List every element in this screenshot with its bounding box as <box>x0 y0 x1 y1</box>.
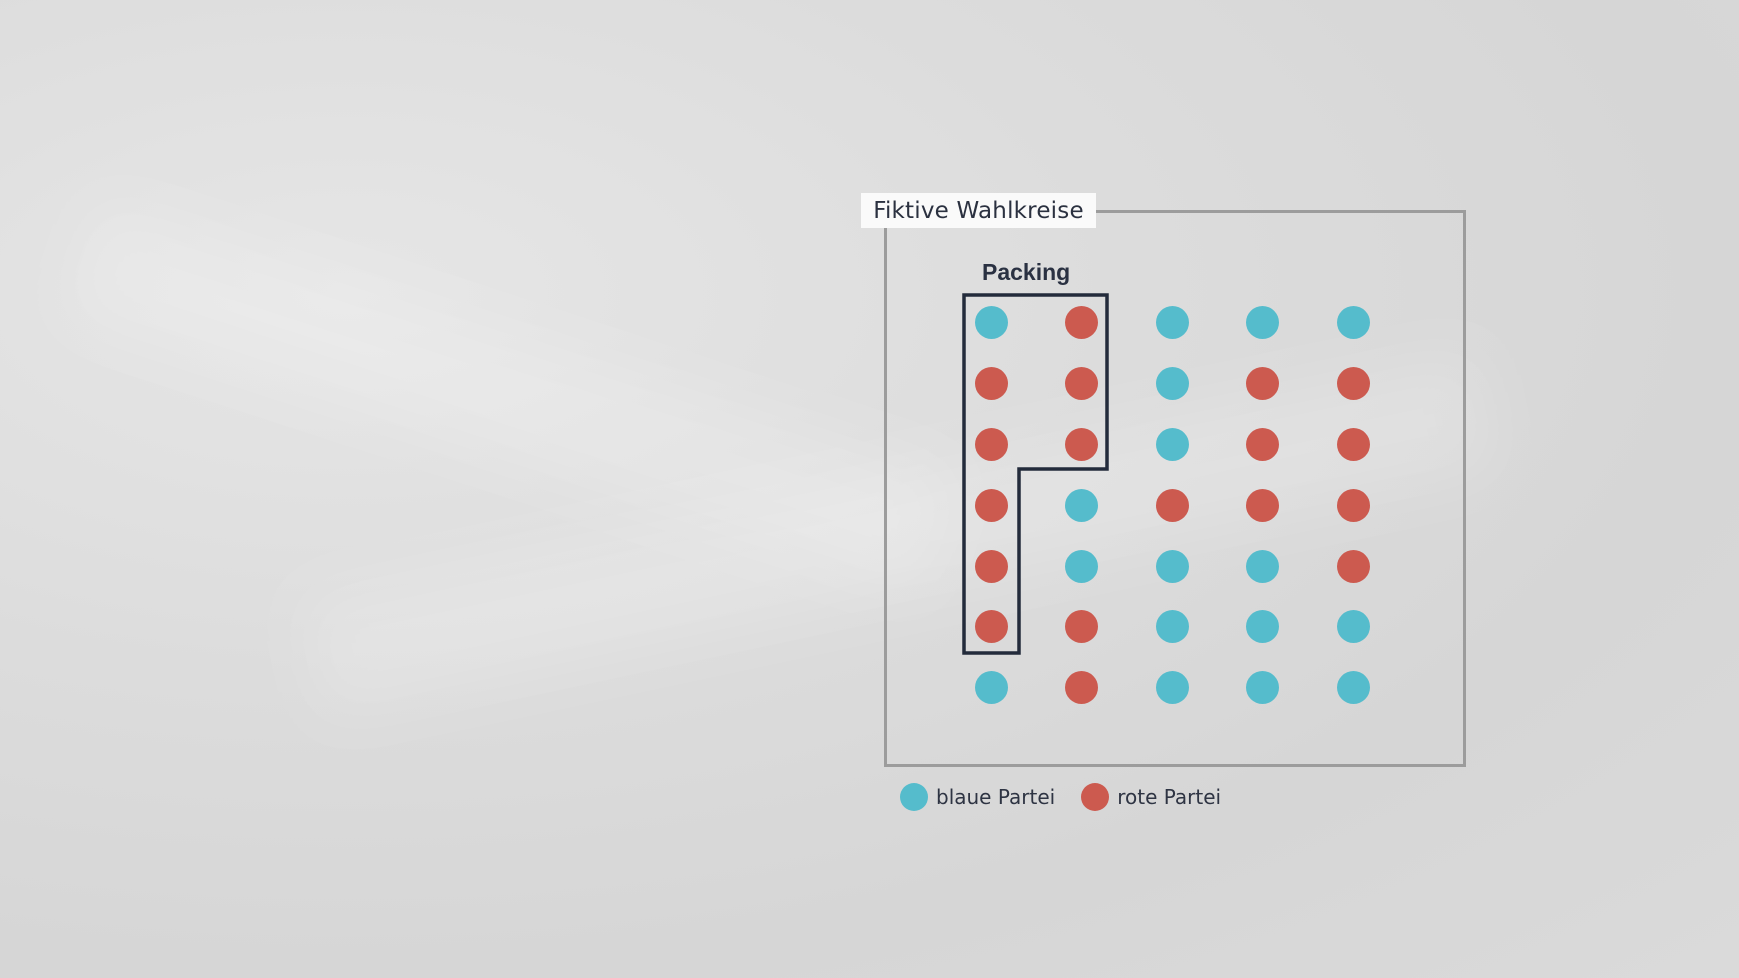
red-voter-dot <box>1064 427 1098 461</box>
legend-item-blue: blaue Partei <box>900 783 1055 811</box>
legend: blaue Partei rote Partei <box>900 782 1247 812</box>
red-voter-dot <box>1064 366 1098 400</box>
red-voter-dot <box>1336 549 1370 583</box>
blue-voter-dot <box>1245 609 1279 643</box>
blue-voter-dot <box>1155 366 1189 400</box>
blue-voter-dot <box>1155 609 1189 643</box>
legend-item-red: rote Partei <box>1081 783 1221 811</box>
blue-dot-icon <box>900 783 928 811</box>
red-voter-dot <box>1245 427 1279 461</box>
blue-voter-dot <box>1336 670 1370 704</box>
red-voter-dot <box>1336 366 1370 400</box>
packing-label: Packing <box>982 259 1071 285</box>
red-voter-dot <box>974 549 1008 583</box>
blue-voter-dot <box>1336 305 1370 339</box>
blue-voter-dot <box>1155 305 1189 339</box>
red-voter-dot <box>1064 305 1098 339</box>
blue-voter-dot <box>1064 549 1098 583</box>
red-voter-dot <box>974 366 1008 400</box>
diagram-title: Fiktive Wahlkreise <box>861 193 1096 228</box>
blue-voter-dot <box>974 670 1008 704</box>
blue-voter-dot <box>1155 549 1189 583</box>
red-voter-dot <box>1064 609 1098 643</box>
red-voter-dot <box>1064 670 1098 704</box>
legend-label: rote Partei <box>1117 785 1222 809</box>
blue-voter-dot <box>1155 670 1189 704</box>
red-dot-icon <box>1081 783 1110 811</box>
blue-voter-dot <box>1245 670 1279 704</box>
red-voter-dot <box>1336 427 1370 461</box>
blue-voter-dot <box>1064 488 1098 522</box>
blue-voter-dot <box>1245 549 1279 583</box>
red-voter-dot <box>974 488 1008 522</box>
red-voter-dot <box>1155 488 1189 522</box>
legend-label: blaue Partei <box>936 785 1056 809</box>
diagram-frame <box>884 210 1466 767</box>
red-voter-dot <box>974 609 1008 643</box>
blue-voter-dot <box>974 305 1008 339</box>
red-voter-dot <box>1245 366 1279 400</box>
red-voter-dot <box>974 427 1008 461</box>
blue-voter-dot <box>1336 609 1370 643</box>
blue-voter-dot <box>1245 305 1279 339</box>
blue-voter-dot <box>1155 427 1189 461</box>
red-voter-dot <box>1245 488 1279 522</box>
title-text: Fiktive Wahlkreise <box>873 197 1084 224</box>
red-voter-dot <box>1336 488 1370 522</box>
